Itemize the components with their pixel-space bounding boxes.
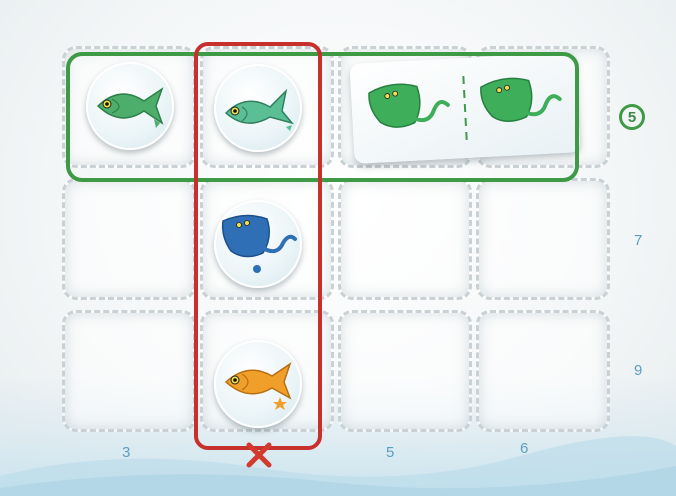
row-score: 7 [634, 232, 642, 249]
row-score-circled: 5 [619, 104, 645, 130]
grid-cell[interactable] [338, 178, 472, 300]
grid-cell[interactable] [62, 310, 196, 432]
highlighted-row-outline [66, 52, 579, 182]
column-score: 5 [386, 444, 394, 461]
grid-cell[interactable] [338, 310, 472, 432]
cross-icon [244, 440, 274, 470]
row-score: 9 [634, 362, 642, 379]
grid-cell[interactable] [62, 178, 196, 300]
column-score: 3 [122, 444, 130, 461]
grid-cell[interactable] [476, 310, 610, 432]
column-score: 6 [520, 440, 528, 457]
highlighted-column-outline [194, 42, 322, 450]
grid-cell[interactable] [476, 178, 610, 300]
